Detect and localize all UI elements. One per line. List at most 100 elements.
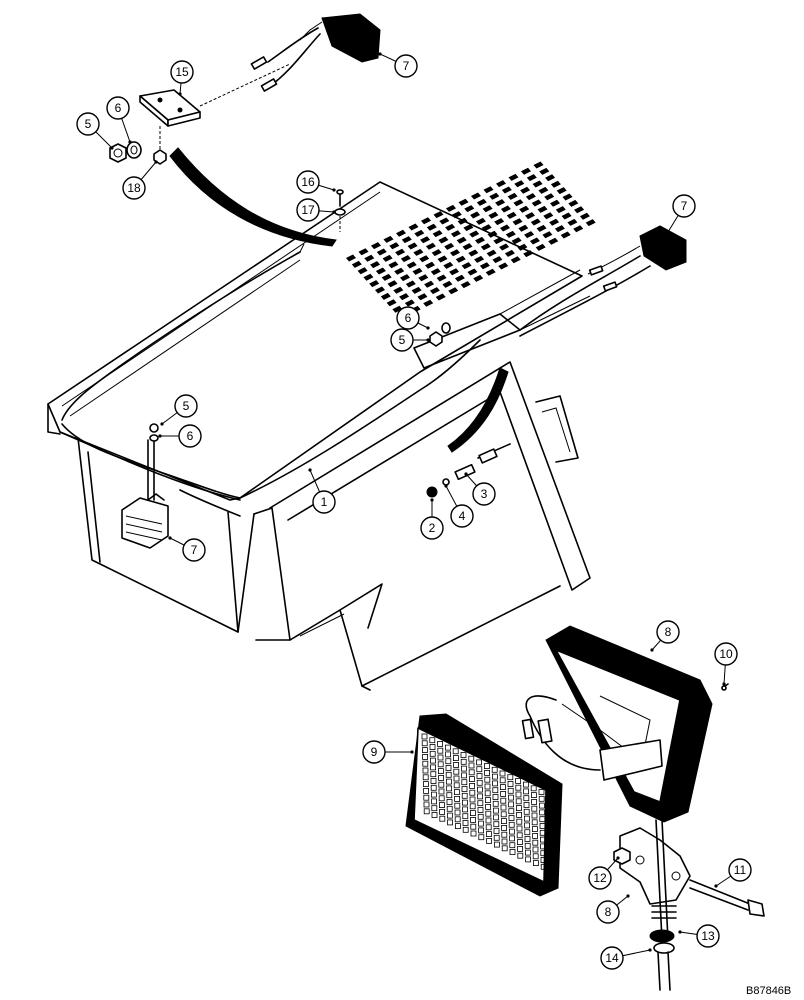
lens-cell (422, 760, 429, 767)
callout-circle (296, 170, 320, 194)
callout-c1: 1 (308, 468, 336, 514)
callout-leader-tip (332, 210, 336, 214)
vent-slot (498, 262, 509, 270)
lens-cell (478, 834, 485, 841)
vent-slot (438, 236, 449, 244)
lens-cell (539, 809, 545, 816)
callout-number: 1 (321, 495, 328, 509)
hardware-mid (429, 322, 451, 347)
vent-slot (538, 186, 549, 194)
vent-slot (462, 243, 473, 251)
vent-slot (487, 230, 498, 238)
vent-slot (400, 255, 411, 263)
vent-slot (567, 218, 578, 226)
vent-slot (486, 249, 497, 257)
vent-slot (532, 180, 543, 188)
lens-cell (538, 795, 545, 802)
callout-circle (714, 642, 738, 666)
callout-number: 10 (719, 647, 733, 661)
lens-cell (453, 762, 460, 768)
right-lamp (587, 225, 687, 292)
lens-cell (492, 794, 499, 800)
lens-cell (469, 796, 476, 803)
callout-number: 17 (301, 203, 315, 217)
lens-cell (500, 791, 507, 797)
vent-slot (437, 255, 448, 263)
vent-slot (464, 205, 475, 213)
callout-leader-tip (678, 930, 682, 934)
callout-leader-tip (426, 338, 430, 342)
mount-bracket (613, 819, 765, 991)
lens-cell (501, 845, 508, 852)
vent-slot (555, 206, 566, 214)
callout-number: 7 (681, 199, 688, 213)
vent-slot (554, 225, 565, 233)
vent-slot (579, 212, 590, 220)
callout-c5c: 5 (160, 394, 198, 426)
vent-slot (470, 211, 481, 219)
lens-cell (539, 802, 545, 809)
lens-cell (508, 821, 515, 828)
lens-cell (423, 801, 430, 808)
callout-circle (472, 482, 496, 506)
callout-circle (394, 54, 418, 78)
vent-slot (508, 173, 519, 181)
vent-slot (561, 212, 572, 220)
vent-slot (531, 199, 542, 207)
callout-c5a: 5 (76, 112, 114, 150)
lens-cell (453, 768, 460, 775)
vent-slot (431, 249, 442, 257)
vent-slot (480, 243, 491, 251)
lens-cell (452, 755, 459, 761)
lens-cell (532, 839, 539, 846)
vent-slot (562, 193, 573, 201)
lens-cell (469, 783, 476, 789)
lens-cell (525, 849, 531, 856)
vent-grille (346, 161, 596, 320)
lens-cell (515, 778, 521, 784)
vent-slot (548, 237, 559, 245)
lens-cell (523, 788, 529, 795)
callout-leader-tip (648, 948, 652, 952)
lens-cell (454, 823, 461, 829)
lens-cell (461, 779, 468, 786)
lens-cell (530, 785, 537, 792)
lens-cell (446, 812, 453, 819)
callout-number: 8 (605, 905, 612, 919)
vent-slot (369, 280, 380, 288)
vent-slot (495, 199, 506, 207)
lens-cell (454, 816, 461, 823)
lens-cell (438, 802, 445, 808)
vent-slot (542, 231, 553, 239)
vent-slot (371, 242, 381, 250)
lens-cell (515, 784, 522, 791)
lens-cell (531, 799, 537, 805)
lens-cell (422, 774, 429, 781)
callout-c11: 11 (714, 858, 752, 888)
vent-slot (500, 224, 510, 232)
vent-slot (433, 211, 444, 219)
lens-cell (499, 777, 506, 784)
vent-slot (346, 254, 356, 262)
lens-cell (438, 795, 445, 802)
callout-number: 6 (187, 429, 194, 443)
callout-number: 18 (127, 181, 141, 195)
callout-number: 2 (429, 521, 436, 535)
lens-cell (477, 820, 484, 827)
lens-cell (485, 831, 492, 837)
callout-c8b: 8 (596, 894, 630, 924)
callout-c6c: 6 (158, 424, 202, 448)
lens-cell (523, 781, 529, 788)
vent-slot (393, 286, 404, 294)
lens-cell (531, 792, 537, 798)
lens-cell (454, 809, 461, 816)
vent-slot (507, 192, 518, 200)
lens-cell (509, 835, 516, 842)
callout-leader-tip (168, 536, 172, 540)
vent-slot (525, 212, 535, 220)
vent-slot (383, 235, 394, 243)
lens-cell (423, 808, 430, 815)
callout-circle (396, 306, 420, 330)
lens-cell (499, 784, 506, 790)
